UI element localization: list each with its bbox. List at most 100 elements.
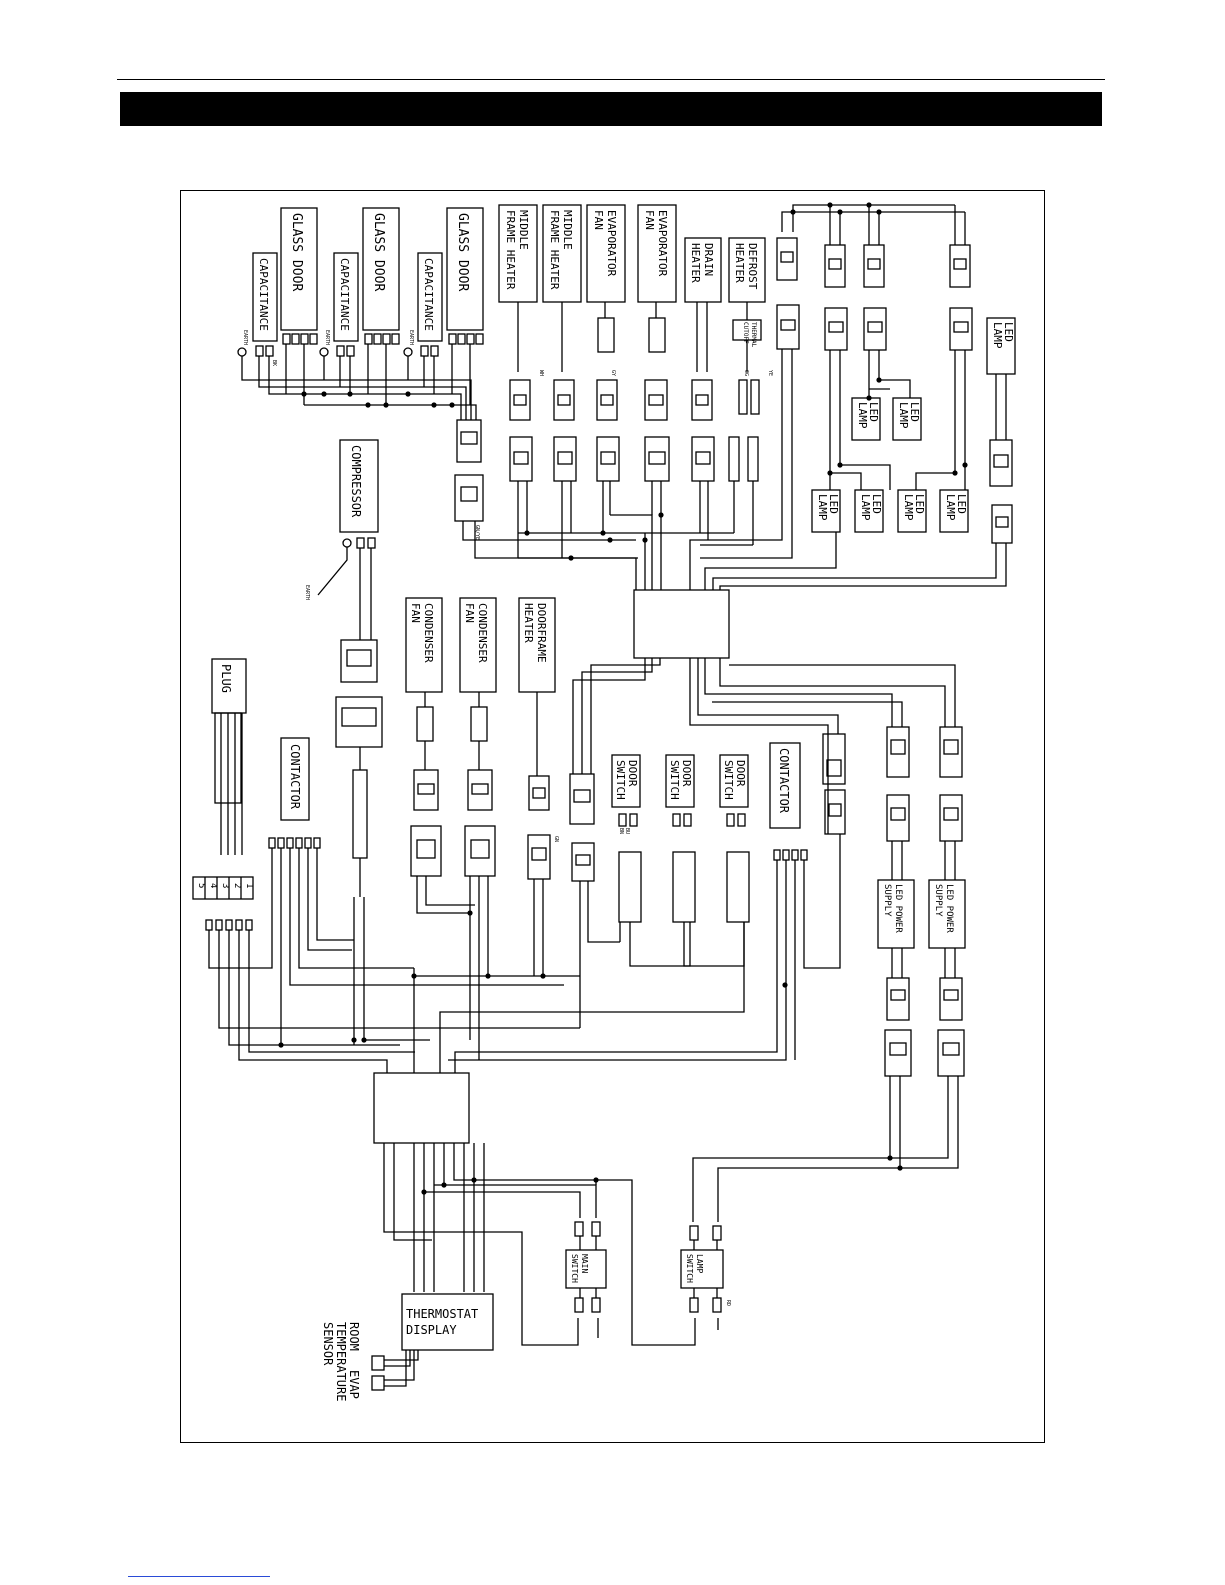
drain-heater-line2: HEATER bbox=[689, 243, 702, 283]
capacitance-1-label: CAPACITANCE bbox=[257, 258, 270, 331]
contactor-left-box bbox=[280, 737, 310, 821]
door-switch-2-box bbox=[665, 754, 695, 808]
drain-heater-line1: DRAIN bbox=[702, 243, 715, 276]
wire-tag-bk: BK bbox=[271, 360, 277, 366]
evaporator-fan-1-cable bbox=[597, 317, 615, 353]
door-switch-3-line1: DOOR bbox=[734, 760, 747, 787]
bottom-harness bbox=[383, 1143, 719, 1346]
contactor-left-label: CONTACTOR bbox=[288, 744, 302, 810]
lamp-switch-line2: SWITCH bbox=[685, 1254, 694, 1283]
capacitance-3-label: CAPACITANCE bbox=[422, 258, 435, 331]
door-switch-terminals bbox=[618, 813, 750, 923]
glass-door-wires bbox=[241, 344, 477, 420]
glass-door-connector bbox=[456, 419, 482, 463]
wire-tag-gn: GN bbox=[553, 836, 559, 842]
thermal-cutoff-line1: THERMAL bbox=[750, 322, 757, 348]
contactor-side-socket bbox=[824, 789, 846, 835]
thermostat-display-line1: THERMOSTAT bbox=[406, 1307, 478, 1321]
led-power-plugs bbox=[877, 726, 966, 1077]
glass-door-3-label: GLASS DOOR bbox=[455, 213, 470, 291]
plug-label: PLUG bbox=[219, 664, 233, 693]
condenser-fan-2-cable bbox=[470, 706, 488, 742]
earth-symbol-3 bbox=[403, 347, 413, 357]
doorframe-heater-line1: DOORFRAME bbox=[535, 603, 548, 663]
door-switch-3-box bbox=[719, 754, 749, 808]
plug-terminal-1: 1 bbox=[244, 883, 254, 888]
led-power-supply-2-line2: SUPPLY bbox=[933, 884, 943, 917]
capacitance-2-label: CAPACITANCE bbox=[338, 258, 351, 331]
lamp-switch-line1: LAMP bbox=[695, 1254, 704, 1273]
defrost-heater-line1: DEFROST bbox=[746, 243, 759, 290]
compressor-box bbox=[339, 439, 379, 533]
plug-leads bbox=[220, 713, 243, 855]
compressor-label: COMPRESSOR bbox=[349, 445, 363, 518]
condenser-fan-2-line2: FAN bbox=[463, 603, 476, 623]
defrost-heater-line2: HEATER bbox=[733, 243, 746, 283]
condenser-fan-2-box bbox=[459, 597, 497, 693]
main-switch-box bbox=[565, 1249, 607, 1289]
main-switch-line2: SWITCH bbox=[570, 1254, 579, 1283]
room-sensor-line2: TEMPERATURE bbox=[334, 1322, 348, 1401]
evaporator-fan-1-box bbox=[586, 204, 626, 303]
led-lamp-3-line2: LAMP bbox=[816, 494, 829, 521]
door-switch-1-line2: SWITCH bbox=[614, 760, 627, 800]
glass-door-3-box bbox=[446, 207, 484, 331]
glass-door-connector-mate bbox=[454, 474, 484, 522]
compressor-earth-terminal bbox=[342, 538, 352, 548]
thermostat-display-line2: DISPLAY bbox=[406, 1323, 457, 1337]
led-lamp-4-line1: LED bbox=[870, 494, 883, 514]
led-lamp-1-line1: LED bbox=[867, 402, 880, 422]
earth-symbol-2 bbox=[319, 347, 329, 357]
led-lamp-3-line1: LED bbox=[827, 494, 840, 514]
led-bus-wires bbox=[781, 204, 966, 245]
earth-symbol-1 bbox=[237, 347, 247, 357]
doorframe-heater-line2: HEATER bbox=[522, 603, 535, 643]
compressor-plug-latch bbox=[346, 649, 372, 667]
plug-terminal-3: 3 bbox=[220, 883, 230, 888]
glass-door-connector-mate-latch bbox=[460, 486, 478, 502]
evaporator-fan-2-box bbox=[637, 204, 677, 303]
main-switch-line1: MAIN bbox=[580, 1254, 589, 1273]
condenser-fan-1-box bbox=[405, 597, 443, 693]
glass-door-2-label: GLASS DOOR bbox=[371, 213, 386, 291]
door-switch-3-line2: SWITCH bbox=[722, 760, 735, 800]
lamp-switch-box bbox=[680, 1249, 724, 1289]
evaporator-fan-2-line1: EVAPORATOR bbox=[656, 210, 669, 277]
footer-link-underline[interactable] bbox=[128, 1576, 270, 1577]
evaporator-fan-1-line1: EVAPORATOR bbox=[605, 210, 618, 277]
led-lamp-boxes bbox=[811, 317, 1016, 533]
heater-leads bbox=[517, 302, 748, 372]
evaporator-fan-2-line2: FAN bbox=[643, 210, 656, 230]
wire-tag-rd: RD bbox=[725, 1300, 731, 1306]
led-lamp-2-line2: LAMP bbox=[897, 402, 910, 429]
plug-terminal-2: 2 bbox=[232, 883, 242, 888]
compressor-plug bbox=[340, 639, 378, 683]
led-lamp-7-line1: LED bbox=[1002, 322, 1015, 342]
plug-terminal-5: 5 bbox=[196, 883, 206, 888]
plug-terminal-4: 4 bbox=[208, 883, 218, 888]
fan-wires bbox=[413, 658, 661, 1073]
led-lamp-5-line1: LED bbox=[913, 494, 926, 514]
compressor-cable bbox=[352, 769, 368, 859]
glass-door-connector-latch bbox=[460, 431, 478, 445]
fan-plugs bbox=[410, 769, 595, 882]
led-power-supply-1-line2: SUPPLY bbox=[882, 884, 892, 917]
compressor-earth-lead bbox=[317, 547, 348, 596]
led-power-wires bbox=[692, 658, 959, 1222]
compressor-socket bbox=[335, 696, 383, 748]
compressor-terminal-2 bbox=[367, 537, 376, 549]
main-controller-box bbox=[633, 589, 730, 659]
middle-frame-heater-2-line1: MIDDLE bbox=[561, 210, 574, 250]
condenser-fan-1-line2: FAN bbox=[409, 603, 422, 623]
room-sensor-line3: SENSOR bbox=[321, 1322, 335, 1366]
evap-sensor-label: EVAP bbox=[347, 1370, 361, 1399]
condenser-fan-1-cable bbox=[416, 706, 434, 742]
led-power-supply-2-line1: LED POWER bbox=[944, 884, 954, 933]
evaporator-fan-2-cable bbox=[648, 317, 666, 353]
contactor-side-plug-latch bbox=[826, 759, 842, 777]
glass-door-terminals bbox=[255, 333, 484, 357]
capacitance-1-box bbox=[252, 252, 278, 342]
wire-tag-og: OG bbox=[743, 370, 749, 376]
compressor-terminal-1 bbox=[356, 537, 365, 549]
